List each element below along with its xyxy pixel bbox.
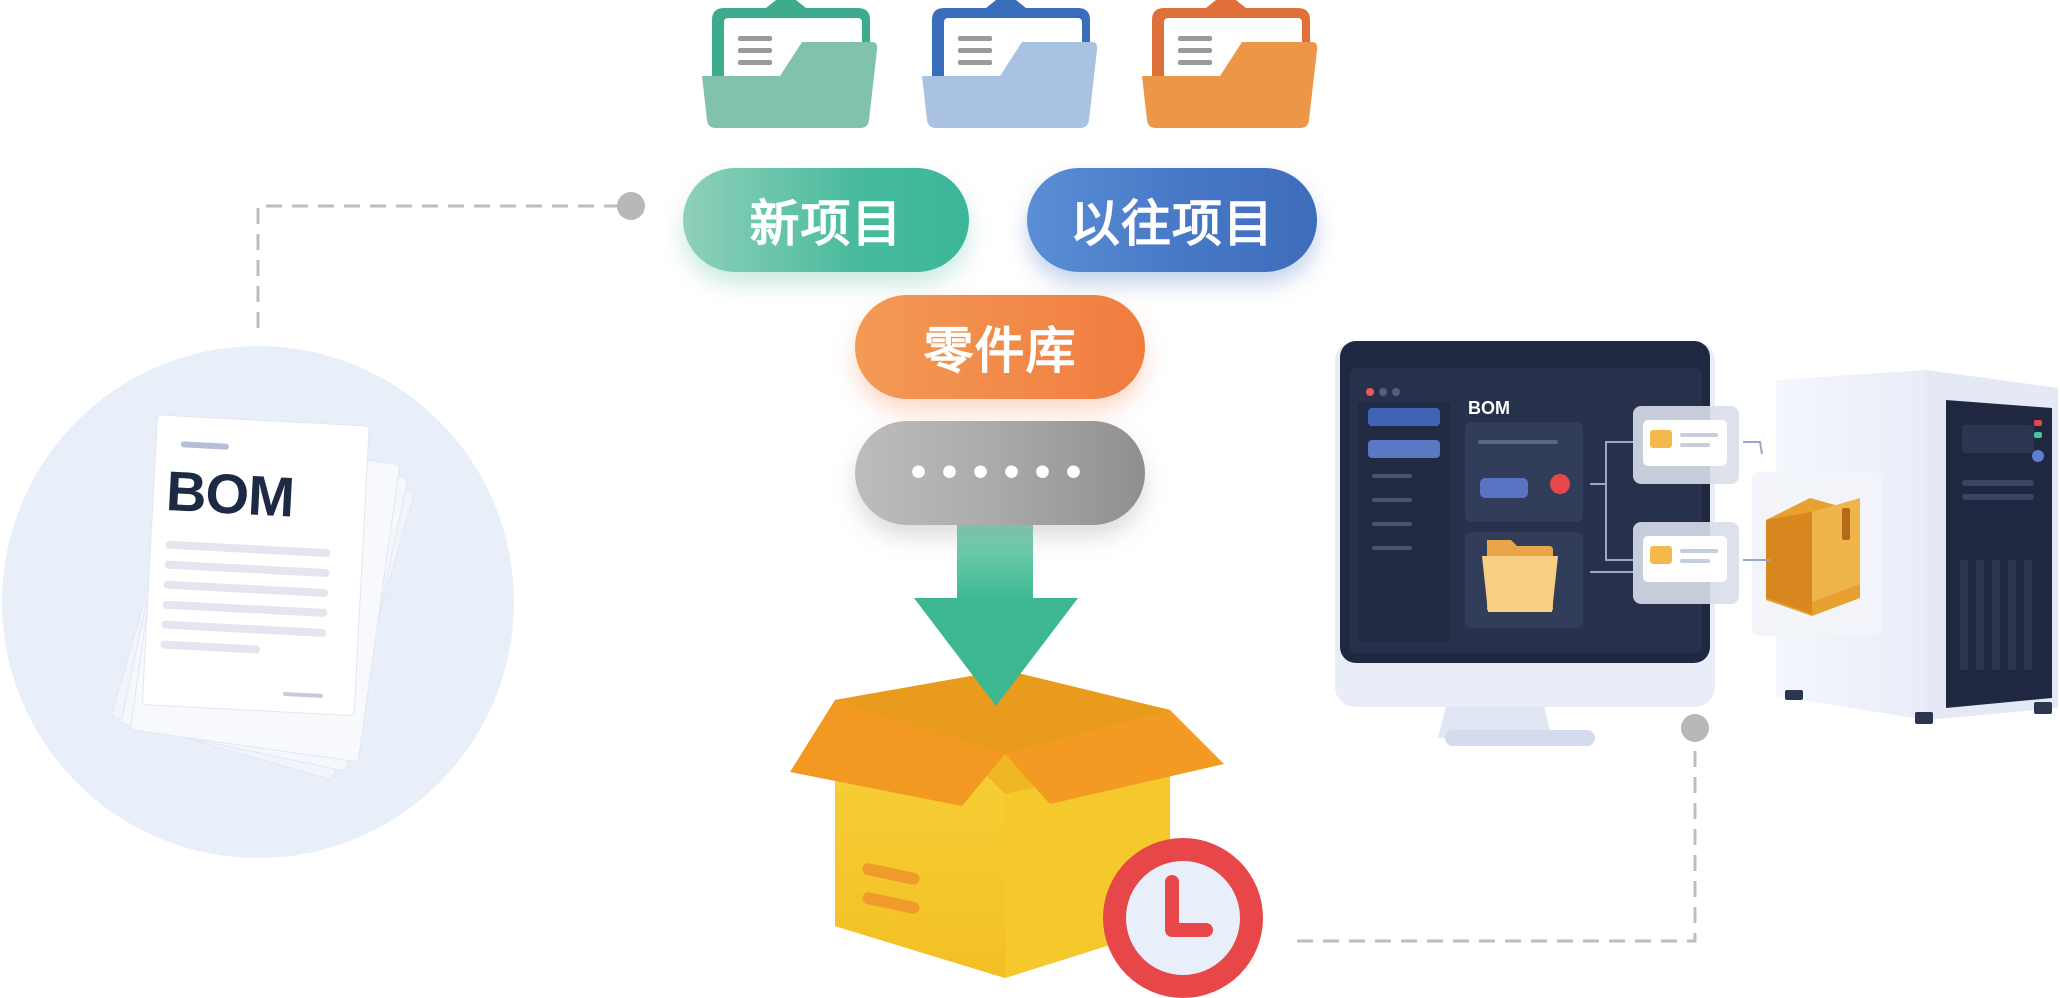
server-icon [1752,370,2058,724]
folder-card [1633,406,1739,484]
clock-icon [1103,838,1263,998]
folder-card [1633,522,1739,604]
folder-icon [702,0,878,128]
bom-document-group [2,346,514,858]
bom-document [141,414,370,716]
parts-library-pill: 零件库 [855,295,1145,399]
folder-icon [1142,0,1318,128]
window-title: BOM [1468,398,1510,418]
document-title: BOM [164,458,296,529]
new-project-pill: 新项目 [683,168,969,272]
folder-icon [922,0,1098,128]
package-icon [790,670,1224,978]
monitor-icon [1335,341,1715,746]
connector-left [256,192,645,328]
connector-right [1297,714,1709,943]
more-pill: •••••• [855,421,1145,525]
past-projects-pill: 以往项目 [1027,168,1317,272]
